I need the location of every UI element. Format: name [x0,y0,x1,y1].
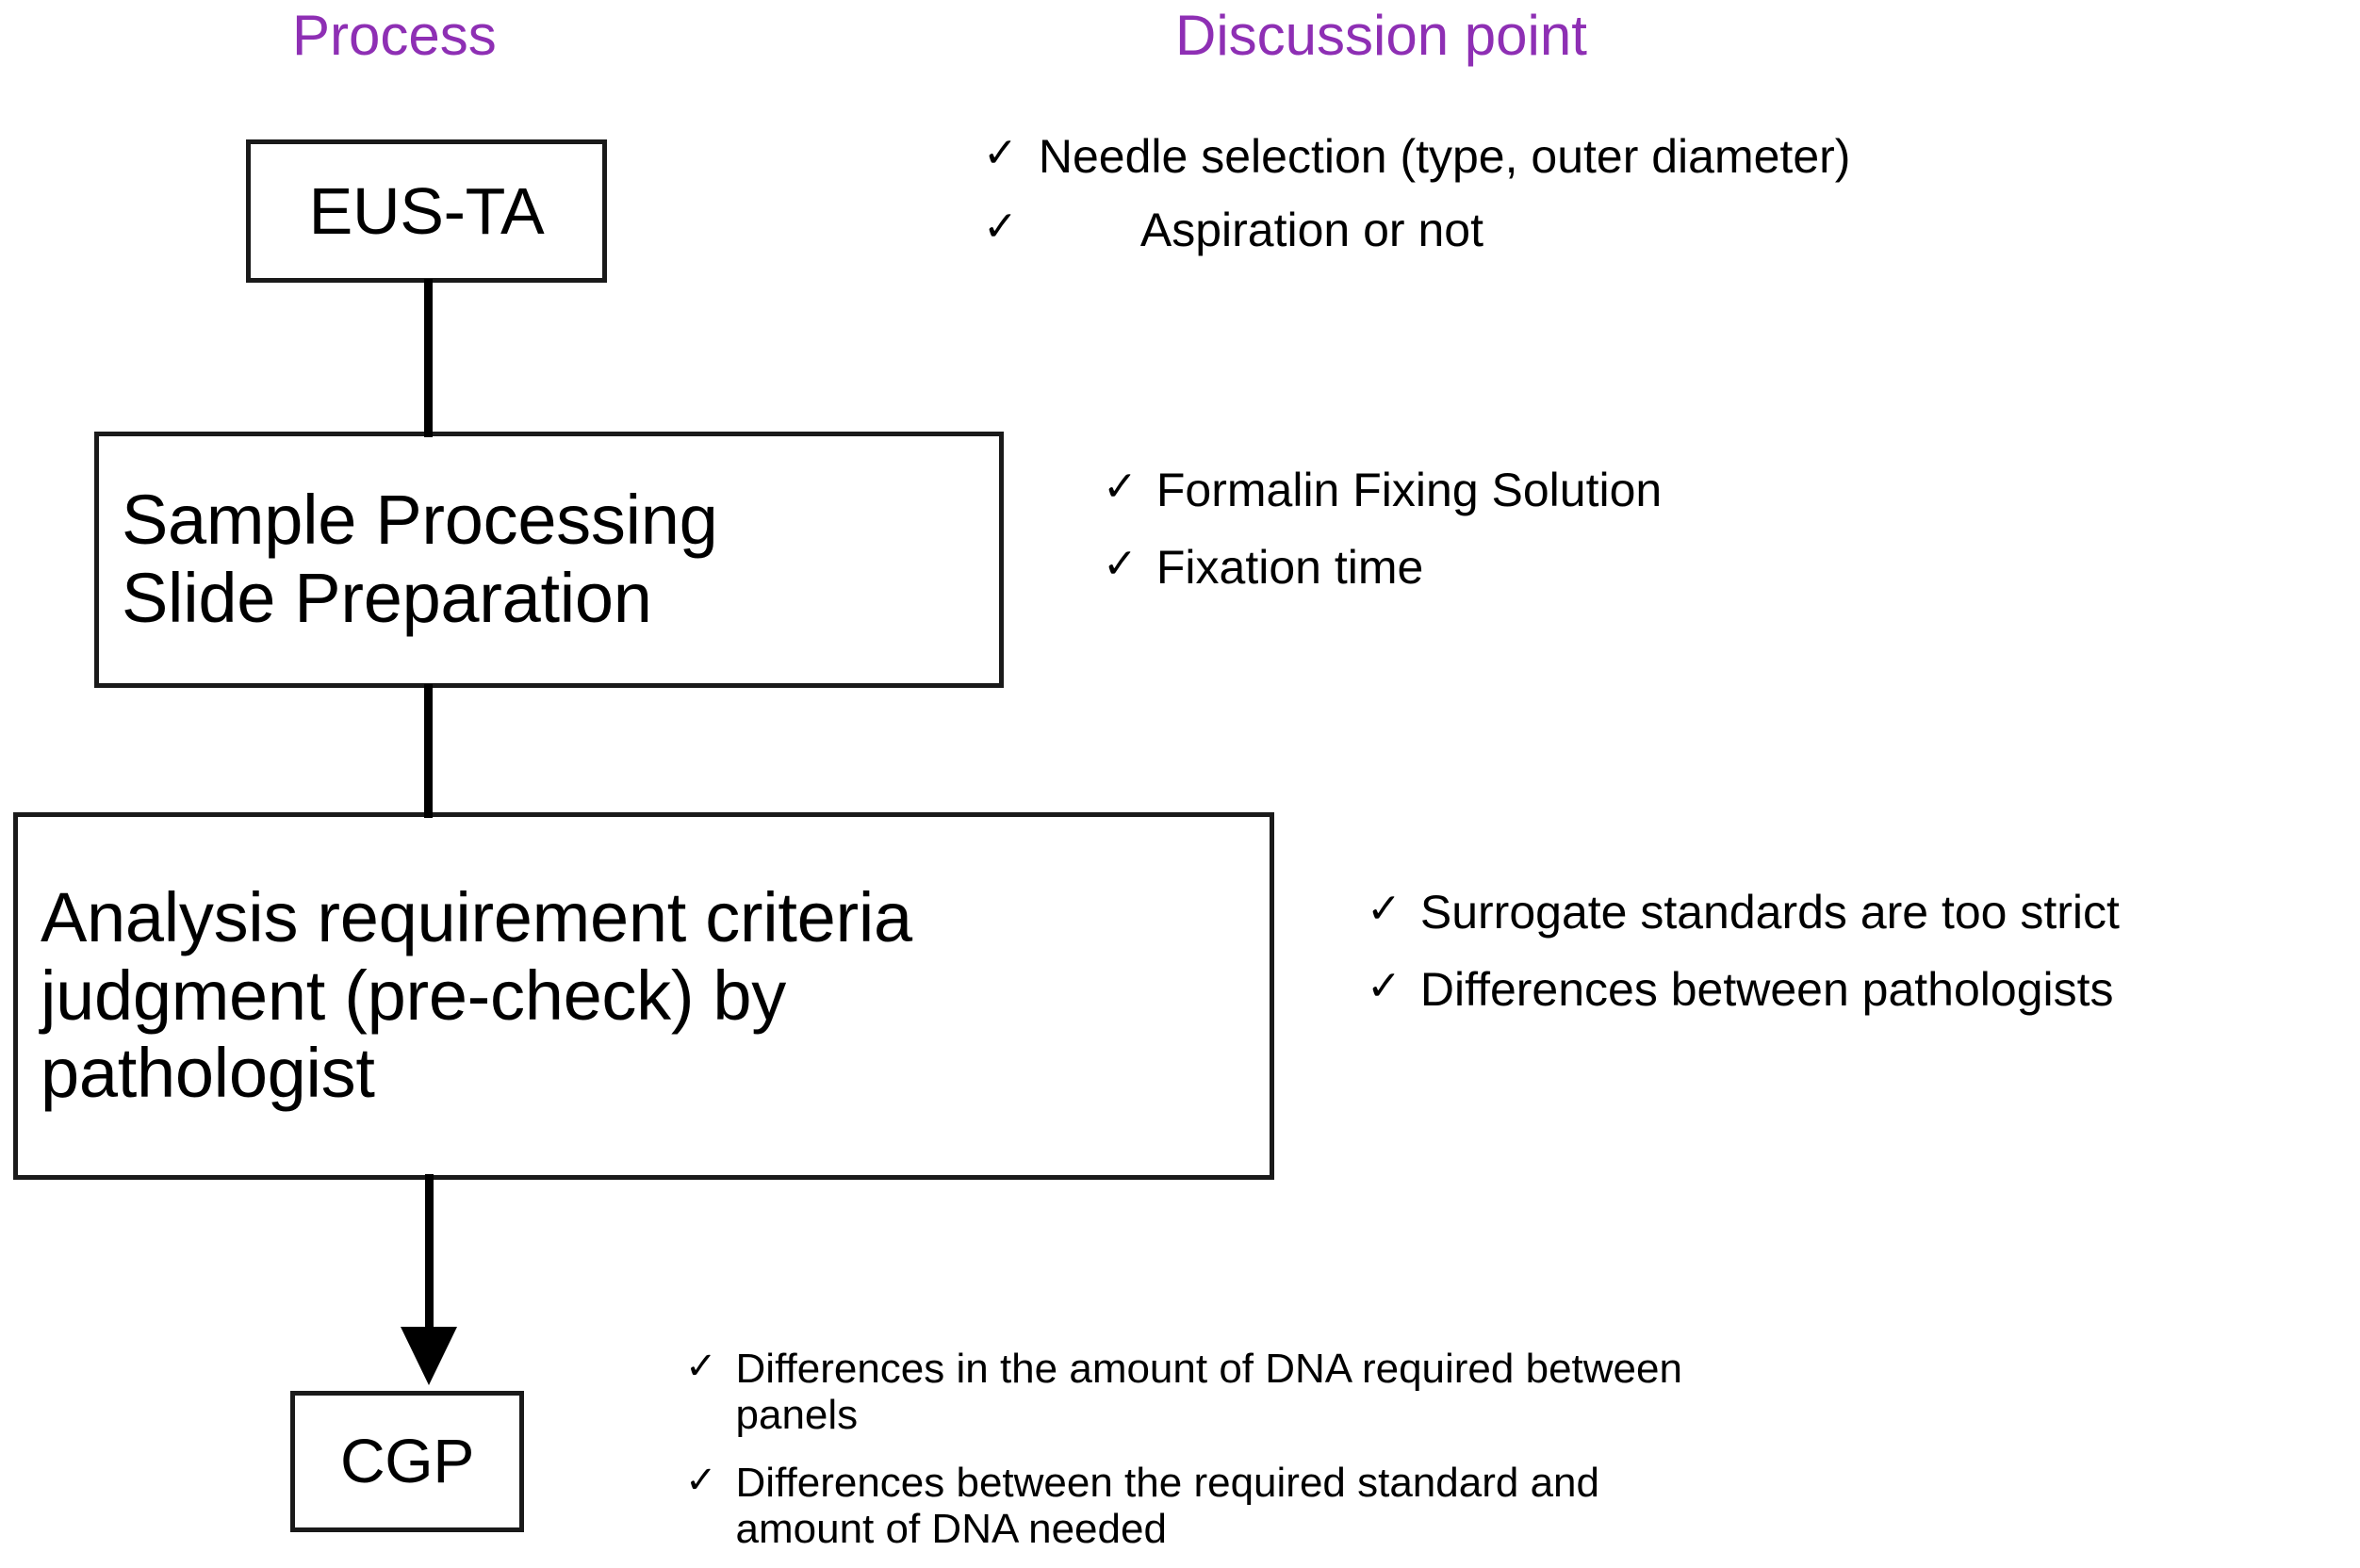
process-box-sample-processing: Sample Processing Slide Preparation [94,432,1004,688]
connector-analysis-to-cgp [425,1174,434,1334]
discussion-bullet-label: Aspiration or not [1139,204,1483,256]
process-box-eus-ta: EUS-TA [246,139,607,283]
checkmark-icon: ✓ [1367,886,1401,932]
checkmark-icon: ✓ [983,204,1018,250]
discussion-group-surrogate: ✓ Surrogate standards are too strict ✓ D… [1367,886,2120,1040]
discussion-bullet: ✓ Fixation time [1103,541,1662,594]
discussion-bullet: ✓ Differences in the amount of DNA requi… [685,1346,1697,1439]
process-box-cgp: CGP [290,1391,524,1532]
process-box-analysis-requirement: Analysis requirement criteria judgment (… [13,812,1274,1180]
discussion-bullet: ✓ Needle selection (type, outer diameter… [983,130,1850,183]
checkmark-icon: ✓ [685,1346,717,1387]
arrow-head-icon [401,1327,457,1385]
process-box-cgp-label: CGP [339,1426,475,1496]
discussion-bullet-label: Surrogate standards are too strict [1419,886,2120,939]
discussion-bullet: ✓ Differences between the required stand… [685,1460,1697,1553]
discussion-bullet: ✓ Surrogate standards are too strict [1367,886,2120,939]
process-box-analysis-line-3: pathologist [41,1034,375,1113]
checkmark-icon: ✓ [1103,541,1138,587]
discussion-bullet-label: Needle selection (type, outer diameter) [1038,130,1851,183]
process-box-sample-processing-text: Sample Processing Slide Preparation [122,481,718,638]
process-box-sample-line-2: Slide Preparation [122,559,652,637]
checkmark-icon: ✓ [983,130,1018,176]
discussion-bullet-label: Fixation time [1155,541,1424,594]
checkmark-icon: ✓ [1367,963,1401,1009]
discussion-bullet: ✓ Formalin Fixing Solution [1103,464,1662,516]
discussion-bullet-label: Differences between the required standar… [735,1459,1599,1552]
connector-eus-to-sample [424,279,433,437]
checkmark-icon: ✓ [1103,464,1138,510]
discussion-bullet: ✓ Aspiration or not [983,204,1850,256]
checkmark-icon: ✓ [685,1459,717,1501]
process-box-sample-line-1: Sample Processing [122,481,718,560]
column-header-process: Process [292,4,497,67]
discussion-bullet-label: Formalin Fixing Solution [1155,464,1663,516]
discussion-bullet-label: Differences between pathologists [1419,963,2114,1016]
column-header-discussion-point: Discussion point [1175,4,1587,67]
discussion-group-needle: ✓ Needle selection (type, outer diameter… [983,130,1850,277]
discussion-group-fixing: ✓ Formalin Fixing Solution ✓ Fixation ti… [1103,464,1662,618]
process-box-analysis-line-2: judgment (pre-check) by [41,956,786,1035]
process-box-eus-ta-label: EUS-TA [308,173,545,248]
discussion-bullet-label: Differences in the amount of DNA require… [735,1346,1682,1439]
process-box-analysis-text: Analysis requirement criteria judgment (… [41,877,912,1114]
discussion-bullet: ✓ Differences between pathologists [1367,963,2120,1016]
process-box-analysis-line-1: Analysis requirement criteria [41,877,912,956]
connector-sample-to-analysis [424,684,433,818]
discussion-group-dna: ✓ Differences in the amount of DNA requi… [685,1346,1697,1568]
